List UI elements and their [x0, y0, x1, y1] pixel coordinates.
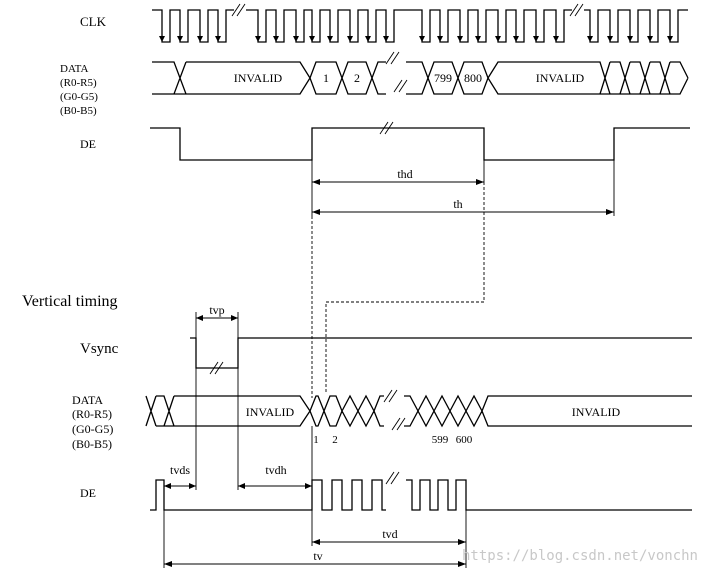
clk-edge-arrows: [159, 36, 673, 42]
data-label-line-2: (R0-R5): [60, 77, 97, 89]
de-break-mark: [379, 121, 394, 135]
tvp-label: tvp: [209, 303, 224, 317]
line-label-599: 599: [432, 434, 449, 446]
thd-label: thd: [397, 167, 412, 181]
invalid-left-label: INVALID: [234, 71, 283, 85]
zoom-connector-right: [325, 182, 485, 394]
v-data-label-line-4: (B0-B5): [72, 437, 112, 451]
de-waveform-horizontal: [150, 127, 690, 161]
de-label: DE: [80, 137, 96, 151]
v-data-break-mark: [383, 389, 406, 431]
tvp-ticks: [195, 312, 239, 338]
vsync-waveform: [190, 337, 692, 369]
cell-1: 1: [323, 71, 329, 85]
v-de-break-mark: [385, 471, 400, 485]
clk-label: CLK: [80, 14, 107, 29]
tvd-label: tvd: [382, 527, 397, 541]
data-label-line-3: (G0-G5): [60, 91, 98, 103]
clk-waveform: [152, 9, 688, 43]
clk-break-mark-right: [569, 3, 584, 17]
th-label: th: [453, 197, 462, 211]
clk-break-mark-left: [231, 3, 246, 17]
data-break-mark: [385, 51, 408, 93]
cell-800: 800: [464, 71, 482, 85]
line-label-1: 1: [313, 434, 319, 446]
cell-2: 2: [354, 71, 360, 85]
vsync-break-mark: [209, 361, 224, 375]
data-bus-horizontal: [152, 61, 689, 95]
de-drop-lines: [311, 160, 615, 216]
watermark-url: https://blog.csdn.net/vonchn: [462, 548, 698, 564]
vsync-label: Vsync: [80, 341, 119, 357]
v-data-label-line-3: (G0-G5): [72, 422, 113, 436]
data-label-line-1: DATA: [60, 63, 89, 75]
de-waveform-vertical: [150, 479, 692, 511]
vertical-timing-title: Vertical timing: [22, 293, 118, 310]
data-bus-vertical: [145, 394, 692, 428]
v-data-label-line-2: (R0-R5): [72, 407, 112, 421]
v-invalid-right-label: INVALID: [572, 405, 621, 419]
v-data-label-line-1: DATA: [72, 393, 103, 407]
line-label-2: 2: [332, 434, 338, 446]
v-reference-lines: [163, 368, 467, 568]
v-de-label: DE: [80, 486, 96, 500]
data-label-line-4: (B0-B5): [60, 105, 97, 117]
v-invalid-left-label: INVALID: [246, 405, 295, 419]
line-label-600: 600: [456, 434, 473, 446]
tvdh-label: tvdh: [265, 463, 286, 477]
tvds-arrowheads: [164, 483, 196, 489]
invalid-right-label: INVALID: [536, 71, 585, 85]
cell-799: 799: [434, 71, 452, 85]
tv-label: tv: [313, 549, 322, 563]
tvds-label: tvds: [170, 463, 190, 477]
